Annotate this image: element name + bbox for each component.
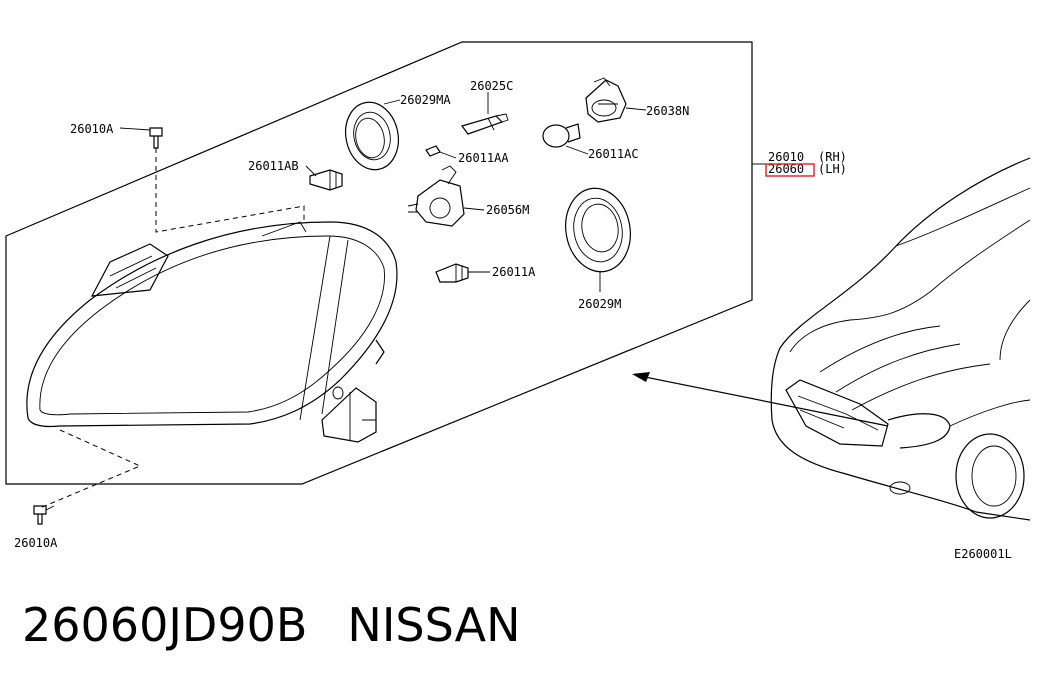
label-26029MA: 26029MA — [400, 93, 451, 107]
highlight-box — [765, 163, 815, 177]
label-26010A-bottom: 26010A — [14, 536, 58, 550]
label-26060-side: (LH) — [818, 162, 847, 176]
label-26038N: 26038N — [646, 104, 689, 118]
label-26010-side: (RH) — [818, 150, 847, 164]
label-26029M: 26029M — [578, 297, 621, 311]
label-26011A: 26011A — [492, 265, 536, 279]
label-26025C: 26025C — [470, 79, 513, 93]
seal-ring-icon — [565, 187, 631, 273]
location-arrow — [632, 372, 889, 427]
label-26010A-top: 26010A — [70, 122, 114, 136]
label-26060: 26060 — [768, 162, 804, 176]
vehicle-front-view — [770, 157, 1031, 521]
bolt-icon — [149, 127, 163, 149]
label-26056M: 26056M — [486, 203, 529, 217]
bulb-icon — [425, 145, 441, 157]
label-26010: 26010 — [768, 150, 804, 164]
bulb-icon — [309, 169, 343, 191]
diagram-code: E260001L — [954, 547, 1012, 561]
headlamp-assembly — [26, 221, 398, 443]
bulb-icon — [542, 123, 581, 148]
bolt-bottom-leader — [39, 429, 142, 509]
label-26011AC: 26011AC — [588, 147, 639, 161]
bolt-icon — [33, 505, 47, 525]
parts-panel — [5, 41, 753, 485]
caption: 26060JD90B NISSAN — [22, 598, 521, 652]
label-26011AA: 26011AA — [458, 151, 509, 165]
socket-icon — [585, 77, 627, 123]
leveling-actuator-icon — [407, 165, 465, 227]
bulb-icon — [435, 263, 469, 283]
part-number: 26060JD90B — [22, 598, 308, 652]
label-26011AB: 26011AB — [248, 159, 299, 173]
brand-name: NISSAN — [347, 598, 521, 652]
bulb-icon — [461, 113, 509, 135]
seal-ring-icon — [345, 101, 399, 171]
